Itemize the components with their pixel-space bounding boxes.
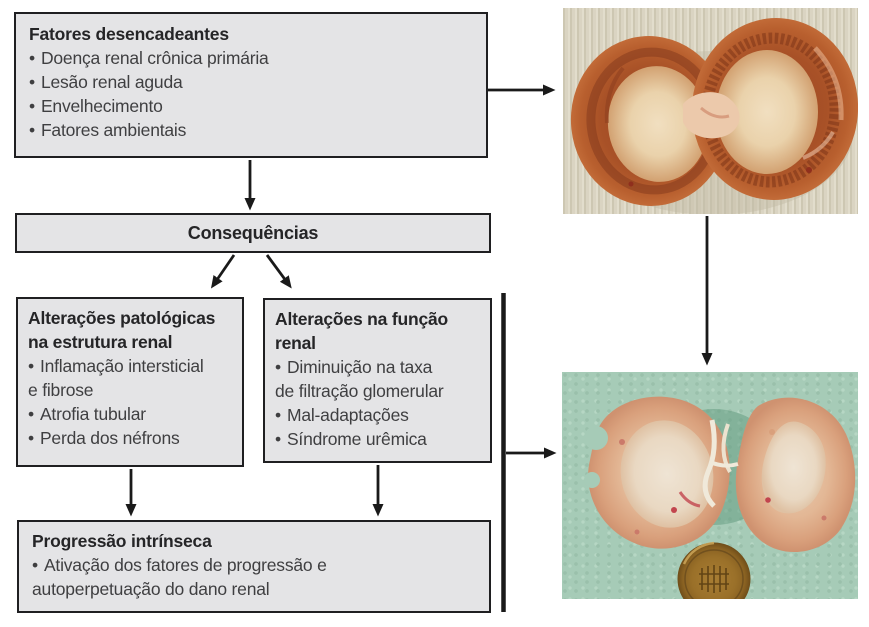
box-triggering-factors: Fatores desencadeantes •Doença renal crô… — [14, 12, 488, 158]
normal-kidney-art — [570, 18, 858, 214]
box-functional-changes: Alterações na função renal •Diminuição n… — [263, 298, 492, 463]
arrow-consequences-to-structural — [210, 254, 236, 289]
box-title: Progressão intrínseca — [32, 531, 212, 551]
list-item: •Inflamação intersticial e fibrose — [28, 355, 204, 400]
list-item: •Diminuição na taxa de filtração glomeru… — [275, 356, 444, 401]
list-item: •Ativação dos fatores de progressão e au… — [32, 554, 327, 599]
bullet-dot: • — [29, 71, 35, 92]
scar-notch — [584, 472, 600, 488]
photo-normal-kidney — [563, 8, 858, 214]
kidney-left-half — [570, 36, 730, 206]
list-item: •Doença renal crônica primária — [29, 47, 473, 71]
bullet-dot: • — [29, 47, 35, 68]
scar-notch — [584, 426, 608, 450]
kidney-right-half — [735, 397, 856, 553]
bullet-dot: • — [28, 355, 34, 376]
bullet-dot: • — [29, 119, 35, 140]
bullet-dot: • — [29, 95, 35, 116]
list-item: •Envelhecimento — [29, 95, 473, 119]
list-item: •Mal-adaptações — [275, 404, 480, 428]
kidney-left-half — [584, 396, 730, 549]
box-structural-changes: Alterações patológicas na estrutura rena… — [16, 297, 244, 467]
bullet-dot: • — [275, 404, 281, 425]
portcullis-engraving — [699, 565, 729, 593]
photo-diseased-kidney — [562, 372, 858, 599]
box-intrinsic-progression: Progressão intrínseca •Ativação dos fato… — [17, 520, 491, 613]
renal-vessels — [702, 419, 739, 508]
tissue-speck — [628, 181, 634, 187]
box-title: Alterações patológicas na estrutura rena… — [28, 308, 216, 352]
list-item: •Atrofia tubular — [28, 403, 232, 427]
box-title: Alterações na função renal — [275, 309, 448, 353]
penny-coin — [677, 541, 751, 599]
diseased-kidney-art — [584, 396, 856, 599]
bullet-dot: • — [28, 403, 34, 424]
hilum-vessel — [700, 106, 730, 119]
box-title: Consequências — [187, 222, 319, 243]
arrow-consequences-to-functional — [265, 254, 292, 289]
kidney-right-half — [691, 18, 858, 200]
bullet-dot: • — [28, 427, 34, 448]
bullet-dot: • — [32, 554, 38, 575]
list-item: •Síndrome urêmica — [275, 428, 480, 452]
bullet-dot: • — [275, 428, 281, 449]
box-consequences: Consequências — [15, 213, 491, 253]
box-title: Fatores desencadeantes — [29, 24, 229, 44]
list-item: •Perda dos néfrons — [28, 427, 232, 451]
list-item: •Lesão renal aguda — [29, 71, 473, 95]
list-item: •Fatores ambientais — [29, 119, 473, 143]
bullet-dot: • — [275, 356, 281, 377]
